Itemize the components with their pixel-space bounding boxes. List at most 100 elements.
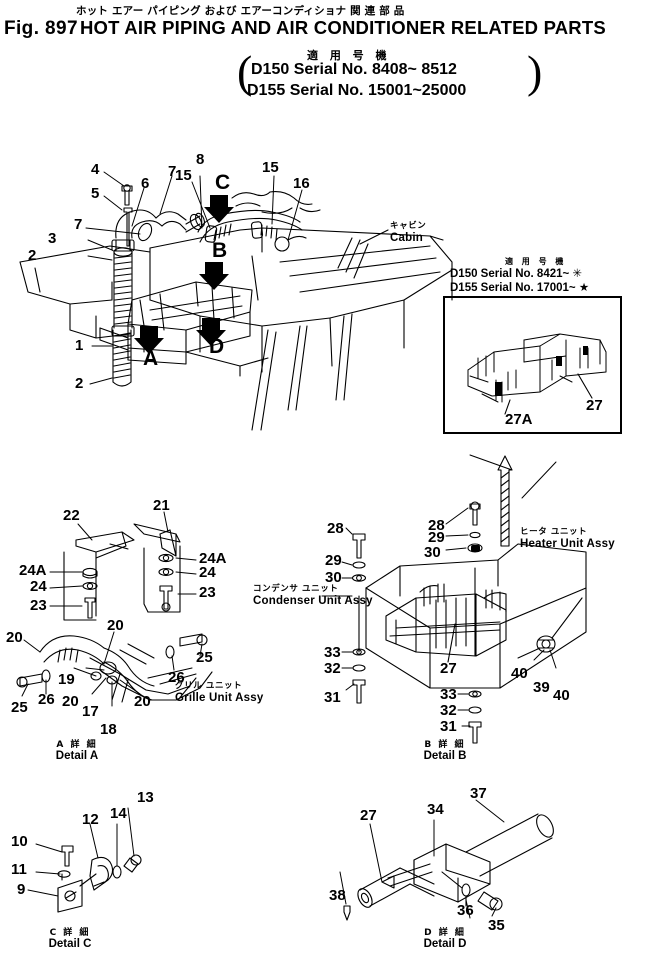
section-letter-a: A xyxy=(143,347,159,370)
callout-2-upper: 2 xyxy=(28,247,37,264)
callout-b-29-left: 29 xyxy=(325,552,342,569)
callout-15-right: 15 xyxy=(262,159,279,176)
label-heater-jp: ヒータ ユニット xyxy=(520,527,588,537)
callout-1: 1 xyxy=(75,337,84,354)
callout-d-37: 37 xyxy=(470,785,487,802)
leader-lines-detail-a xyxy=(22,512,202,706)
detail-title-a: A 詳 細 Detail A xyxy=(32,740,122,764)
section-arrows xyxy=(134,195,234,354)
callout-c-11: 11 xyxy=(11,861,27,878)
callout-5: 5 xyxy=(91,185,100,202)
callout-a-21: 21 xyxy=(153,497,170,514)
label-cabin-jp: キャビン xyxy=(390,221,427,231)
part-2-clamp-upper xyxy=(112,240,134,251)
callout-8: 8 xyxy=(196,151,205,168)
callout-a-23-right: 23 xyxy=(199,584,216,601)
label-heater-unit: ヒータ ユニット Heater Unit Assy xyxy=(520,527,615,550)
callout-d-36: 36 xyxy=(457,902,474,919)
callout-6: 6 xyxy=(141,175,150,192)
callout-c-14: 14 xyxy=(110,805,127,822)
detail-d-artwork xyxy=(344,812,557,920)
callout-b-29-right: 29 xyxy=(428,529,445,546)
detail-title-b-en: Detail B xyxy=(423,750,467,763)
paren-left: ( xyxy=(237,46,253,97)
title-japanese: ホット エアー パイピング および エアーコンディショナ 関 連 部 品 xyxy=(76,5,405,17)
detail-title-b: B 詳 細 Detail B xyxy=(400,740,490,764)
callout-a-24a-left: 24A xyxy=(19,562,47,579)
callout-b-40-1: 40 xyxy=(511,665,528,682)
callout-a-25-right: 25 xyxy=(196,649,213,666)
callout-c-12: 12 xyxy=(82,811,99,828)
detail-title-b-jp: B 詳 細 xyxy=(424,740,466,750)
callout-a-20-3: 20 xyxy=(62,693,79,710)
inset-serial-d155: D155 Serial No. 17001~ ★ xyxy=(450,282,590,294)
part-5-screw xyxy=(124,208,132,246)
section-arrow-c xyxy=(204,195,234,223)
callout-d-38: 38 xyxy=(329,887,346,904)
label-grille-en: Grille Unit Assy xyxy=(175,691,264,704)
section-letter-d: D xyxy=(209,335,225,358)
leader-lines-main xyxy=(86,172,302,384)
callout-c-10: 10 xyxy=(11,833,28,850)
callout-b-27: 27 xyxy=(440,660,457,677)
callout-b-31-left: 31 xyxy=(324,689,341,706)
callout-a-26-left: 26 xyxy=(38,691,55,708)
page-header: Fig. 897 ホット エアー パイピング および エアーコンディショナ 関 … xyxy=(0,0,662,99)
page-title: HOT AIR PIPING AND AIR CONDITIONER RELAT… xyxy=(80,17,606,38)
part-2-clamp-lower xyxy=(112,326,134,336)
section-arrow-a xyxy=(134,326,164,354)
callout-d-34: 34 xyxy=(427,801,444,818)
callout-c-9: 9 xyxy=(17,881,26,898)
callout-inset-27a: 27A xyxy=(505,411,533,428)
serial-line-d155: D155 Serial No. 15001~25000 xyxy=(247,82,467,99)
callout-b-32-right: 32 xyxy=(440,702,457,719)
callout-b-28-right: 28 xyxy=(428,517,445,534)
detail-title-c-en: Detail C xyxy=(48,938,92,951)
callout-b-28-left: 28 xyxy=(327,520,344,537)
section-letter-b: B xyxy=(212,239,228,262)
inset-heater-assembly xyxy=(468,334,606,402)
section-arrow-d xyxy=(196,318,226,346)
label-grille-jp: グリル ユニット xyxy=(175,681,243,691)
callout-a-26-right: 26 xyxy=(168,669,185,686)
paren-right: ) xyxy=(527,46,543,97)
callout-a-20-1: 20 xyxy=(6,629,23,646)
serial-applicability-block: ( ) 適 用 号 機 D150 Serial No. 8408~ 8512 D… xyxy=(237,47,567,107)
ac-mount-frame xyxy=(100,282,268,376)
detail-a-artwork xyxy=(17,524,212,702)
part-4-bolt xyxy=(122,185,132,205)
figure-number: Fig. 897 xyxy=(4,18,78,39)
part-15-clamp-right xyxy=(251,222,263,239)
callout-2-lower: 2 xyxy=(75,375,84,392)
detail-title-c-jp: C 詳 細 xyxy=(49,928,91,938)
callout-b-30-left: 30 xyxy=(325,569,342,586)
callout-a-18: 18 xyxy=(100,721,117,738)
detail-title-a-jp: A 詳 細 xyxy=(56,740,98,750)
leader-lines-detail-b xyxy=(322,455,556,726)
detail-title-a-en: Detail A xyxy=(55,750,99,763)
callout-15-left: 15 xyxy=(175,167,192,184)
inset-leader-27 xyxy=(578,374,592,398)
serial-label-japanese: 適 用 号 機 xyxy=(307,49,391,62)
cab-panel-top-right xyxy=(232,192,320,214)
callout-3: 3 xyxy=(48,230,57,247)
callout-b-32-left: 32 xyxy=(324,660,341,677)
part-15-clamp-left xyxy=(205,225,217,242)
detail-c-artwork xyxy=(58,846,141,912)
hatched-arrow-up xyxy=(498,456,512,546)
callout-a-20-2: 20 xyxy=(107,617,124,634)
callout-a-24a-right: 24A xyxy=(199,550,227,567)
inset-frame xyxy=(443,296,622,434)
part-3-upper-bellows xyxy=(114,248,132,328)
inset-label-japanese: 適 用 号 機 xyxy=(505,257,567,266)
cab-roof-outline xyxy=(150,228,452,430)
detail-title-d: D 詳 細 Detail D xyxy=(400,928,490,952)
callout-a-17: 17 xyxy=(82,703,99,720)
label-heater-en: Heater Unit Assy xyxy=(520,537,615,550)
callout-16: 16 xyxy=(293,175,310,192)
section-arrow-b xyxy=(199,262,229,290)
inset-heater-solid xyxy=(495,346,588,396)
inset-serial-d150: D150 Serial No. 8421~ ✳ xyxy=(450,268,583,280)
detail-b-solid xyxy=(471,545,480,552)
callout-b-39: 39 xyxy=(533,679,550,696)
